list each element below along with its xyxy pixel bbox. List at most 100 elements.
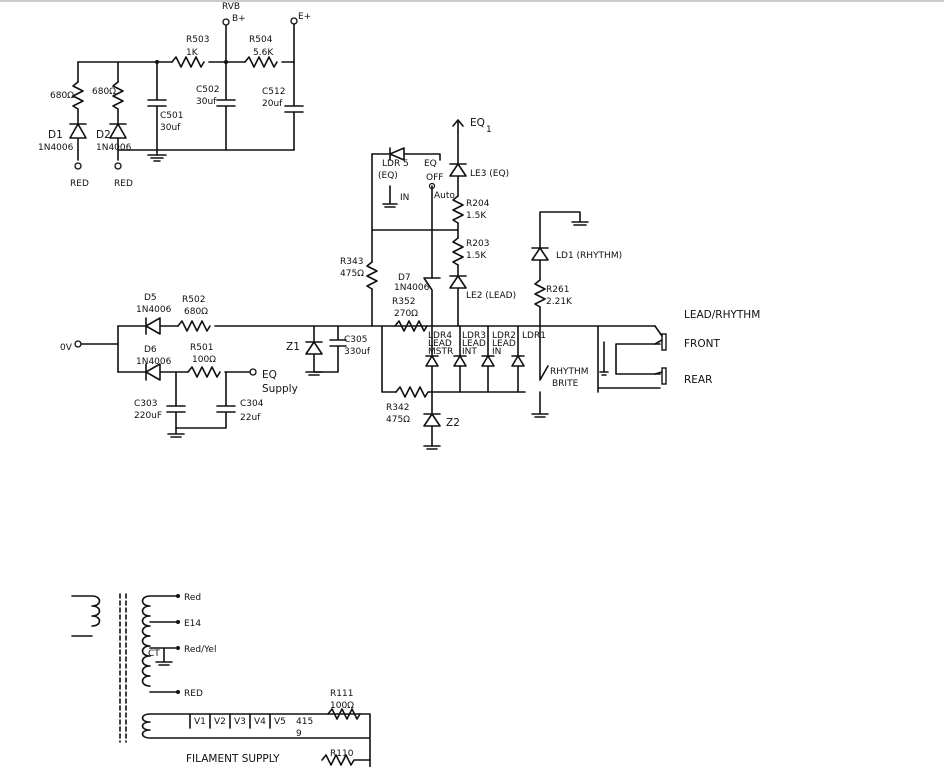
label-v3: V3 xyxy=(234,717,246,727)
label-eq1: EQ xyxy=(470,117,485,129)
ldr2 xyxy=(481,355,495,393)
resistor-left1 xyxy=(72,81,84,110)
label-v9: 9 xyxy=(296,729,302,739)
label-eq-supply: EQ xyxy=(262,369,277,381)
label-r504: R504 xyxy=(249,35,273,45)
label-z1: Z1 xyxy=(286,341,300,353)
label-r261-value: 2.21K xyxy=(546,297,573,307)
label-d6-part: 1N4006 xyxy=(136,357,172,367)
label-ldr2: LDR2 xyxy=(492,331,516,341)
capacitor-c501 xyxy=(147,61,167,151)
label-rvb: RVB xyxy=(222,2,240,12)
label-c501: C501 xyxy=(160,111,183,121)
label-v415: 415 xyxy=(296,717,313,727)
resistor-r504 xyxy=(244,56,278,68)
label-d1-part: 1N4006 xyxy=(38,143,74,153)
label-ld1: LD1 (RHYTHM) xyxy=(556,251,622,261)
label-eplus: E+ xyxy=(298,12,311,22)
label-r261: R261 xyxy=(546,285,569,295)
ldr1 xyxy=(511,355,525,393)
label-r203: R203 xyxy=(466,239,489,249)
rhythm-brite-switch xyxy=(531,325,549,418)
label-c304: C304 xyxy=(240,399,264,409)
label-front: FRONT xyxy=(684,338,720,350)
resistor-r261 xyxy=(534,279,546,308)
diode-d1 xyxy=(69,123,87,161)
label-d2: D2 xyxy=(96,129,111,141)
jack-front xyxy=(661,333,667,351)
input-terminal xyxy=(74,340,82,348)
label-c501-value: 30uf xyxy=(160,123,181,133)
resistor-r503 xyxy=(171,56,205,68)
label-eq-in: IN xyxy=(400,193,409,203)
label-lead-rhythm: LEAD/RHYTHM xyxy=(684,309,760,321)
label-eq-auto: Auto xyxy=(434,191,455,201)
led-le2 xyxy=(449,275,467,327)
label-r352-value: 270Ω xyxy=(394,309,418,319)
resistor-left2 xyxy=(112,81,124,110)
label-d7: D7 xyxy=(398,273,411,283)
label-c512-value: 20uf xyxy=(262,99,283,109)
label-z2: Z2 xyxy=(446,417,460,429)
ldr3 xyxy=(453,355,467,393)
transformer-core xyxy=(119,593,127,743)
resistor-r203 xyxy=(452,237,464,266)
label-d5-part: 1N4006 xyxy=(136,305,172,315)
filament-winding xyxy=(141,713,371,768)
label-v2: V2 xyxy=(214,717,226,727)
ldr4 xyxy=(425,355,439,393)
diode-d2 xyxy=(109,123,127,161)
label-r502: R502 xyxy=(182,295,205,305)
label-c305: C305 xyxy=(344,335,367,345)
label-eq1-sub: 1 xyxy=(486,125,492,135)
label-c502-value: 30uf xyxy=(196,97,217,107)
label-ldr3-b: INT xyxy=(462,347,477,357)
upper-power-supply: R503 1K R504 5.6K RVB B+ E+ C501 30uf C5… xyxy=(38,2,311,189)
label-r-left1: 680Ω xyxy=(50,91,74,101)
resistor-r111 xyxy=(327,708,361,720)
label-r501-value: 100Ω xyxy=(192,355,216,365)
label-tr-ct: CT xyxy=(148,649,160,659)
label-r501: R501 xyxy=(190,343,213,353)
label-le3: LE3 (EQ) xyxy=(470,169,509,179)
primary-winding xyxy=(71,595,101,637)
label-v1: V1 xyxy=(194,717,206,727)
label-tr-e14: E14 xyxy=(184,619,201,629)
label-c512: C512 xyxy=(262,87,285,97)
capacitor-c502 xyxy=(216,61,236,151)
label-r352: R352 xyxy=(392,297,415,307)
label-d1: D1 xyxy=(48,129,63,141)
label-bplus: B+ xyxy=(232,14,246,24)
label-c305-value: 330uf xyxy=(344,347,371,357)
resistor-r352 xyxy=(394,320,428,332)
label-ldr2-b: IN xyxy=(492,347,501,357)
diode-d6 xyxy=(117,363,189,381)
label-r203-value: 1.5K xyxy=(466,251,487,261)
label-tr-redyel: Red/Yel xyxy=(184,645,216,655)
label-r111: R111 xyxy=(330,689,353,699)
label-rhythm-brite: RHYTHM xyxy=(550,367,589,377)
capacitor-c512 xyxy=(284,61,304,151)
resistor-r343 xyxy=(366,261,378,290)
diode-d7 xyxy=(423,277,441,327)
led-ld1 xyxy=(531,247,549,281)
resistor-r502 xyxy=(177,320,211,332)
led-le3 xyxy=(449,163,467,197)
label-v5: V5 xyxy=(274,717,286,727)
main-rail: 0V D5 1N4006 R502 680Ω D6 1N4006 R501 10… xyxy=(60,293,760,450)
label-ldr4: LDR4 xyxy=(428,331,452,341)
label-r204-value: 1.5K xyxy=(466,211,487,221)
label-r503: R503 xyxy=(186,35,209,45)
power-transformer: Red E14 Red/Yel CT RED V1 V2 V3 V4 V5 41… xyxy=(71,593,371,768)
diode-d5 xyxy=(117,317,179,335)
ldr5-led xyxy=(371,147,441,161)
label-r111-value: 100Ω xyxy=(330,701,354,711)
label-rhythm-brite-2: BRITE xyxy=(552,379,579,389)
label-d5: D5 xyxy=(144,293,157,303)
label-d7-part: 1N4006 xyxy=(394,283,430,293)
label-d6: D6 xyxy=(144,345,157,355)
label-r204: R204 xyxy=(466,199,490,209)
capacitor-c303 xyxy=(166,371,186,429)
